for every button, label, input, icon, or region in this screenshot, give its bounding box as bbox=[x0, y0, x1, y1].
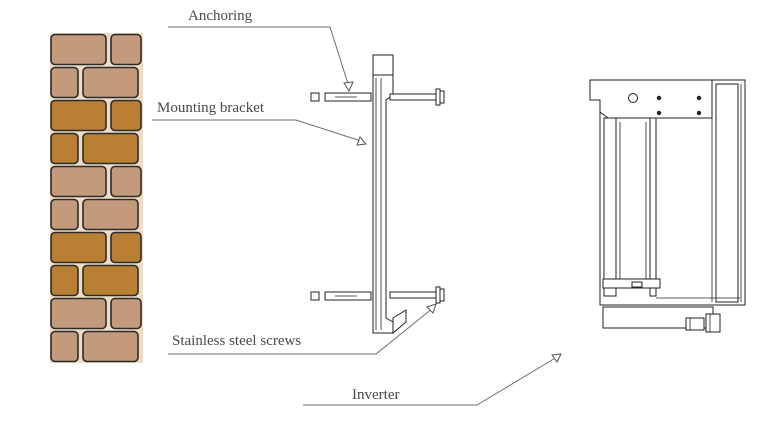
latch-screw bbox=[631, 281, 643, 288]
brick bbox=[50, 330, 79, 363]
bracket-bottom-hook bbox=[392, 309, 407, 335]
anchor-end-cap bbox=[310, 291, 320, 301]
brick bbox=[82, 198, 139, 231]
inverter bbox=[589, 79, 746, 333]
inverter-spacer bbox=[649, 117, 657, 297]
brick-wall bbox=[50, 33, 143, 363]
brick bbox=[110, 33, 142, 66]
leader-inverter bbox=[303, 353, 562, 406]
brick bbox=[50, 297, 107, 330]
brick bbox=[110, 99, 142, 132]
anchoring-top bbox=[310, 92, 372, 102]
screw-shank bbox=[389, 291, 439, 299]
screw-shank bbox=[389, 93, 439, 101]
mounting-hole bbox=[656, 110, 662, 116]
anchor-end-cap bbox=[310, 92, 320, 102]
arrowhead bbox=[343, 81, 354, 93]
cable-gland bbox=[705, 313, 721, 333]
screw-washer bbox=[435, 286, 441, 304]
label-stainless-steel-screws: Stainless steel screws bbox=[172, 333, 301, 349]
screw-head bbox=[439, 90, 445, 104]
mounting-hole bbox=[628, 93, 638, 103]
brick bbox=[110, 297, 142, 330]
brick bbox=[50, 33, 107, 66]
brick bbox=[50, 66, 79, 99]
brick bbox=[50, 198, 79, 231]
mounting-hole bbox=[696, 110, 702, 116]
arrowhead bbox=[426, 303, 437, 314]
mounting-bracket bbox=[372, 54, 407, 335]
arrowhead bbox=[356, 136, 367, 146]
bracket-top-cap bbox=[372, 54, 394, 76]
brick bbox=[82, 132, 139, 165]
leader-stainless-steel-screws bbox=[168, 303, 437, 355]
inverter-rear-panel bbox=[603, 117, 617, 297]
screw-washer bbox=[435, 88, 441, 106]
inverter-front-cover bbox=[715, 83, 739, 303]
screw-head bbox=[439, 288, 445, 302]
inverter-heatsink bbox=[615, 117, 651, 284]
leader-anchoring bbox=[168, 26, 354, 93]
label-mounting-bracket: Mounting bracket bbox=[157, 100, 265, 116]
arrowhead bbox=[551, 353, 562, 363]
brick bbox=[110, 231, 142, 264]
brick bbox=[50, 231, 107, 264]
screw-bottom bbox=[389, 286, 445, 304]
brick bbox=[82, 330, 139, 363]
label-anchoring: Anchoring bbox=[188, 8, 253, 24]
cable-gland bbox=[685, 317, 705, 331]
brick-rows bbox=[50, 33, 142, 363]
bracket-body bbox=[372, 74, 394, 334]
mounting-hole bbox=[656, 95, 662, 101]
brick bbox=[82, 264, 139, 297]
leader-mounting-bracket bbox=[152, 119, 367, 146]
inverter-hanging-plate bbox=[589, 79, 713, 119]
brick bbox=[50, 165, 107, 198]
brick bbox=[110, 165, 142, 198]
brick bbox=[50, 99, 107, 132]
screw-top bbox=[389, 88, 445, 106]
label-inverter: Inverter bbox=[352, 387, 399, 403]
brick bbox=[50, 264, 79, 297]
anchoring-bottom bbox=[310, 291, 372, 301]
brick bbox=[50, 132, 79, 165]
mounting-hole bbox=[696, 95, 702, 101]
brick bbox=[82, 66, 139, 99]
